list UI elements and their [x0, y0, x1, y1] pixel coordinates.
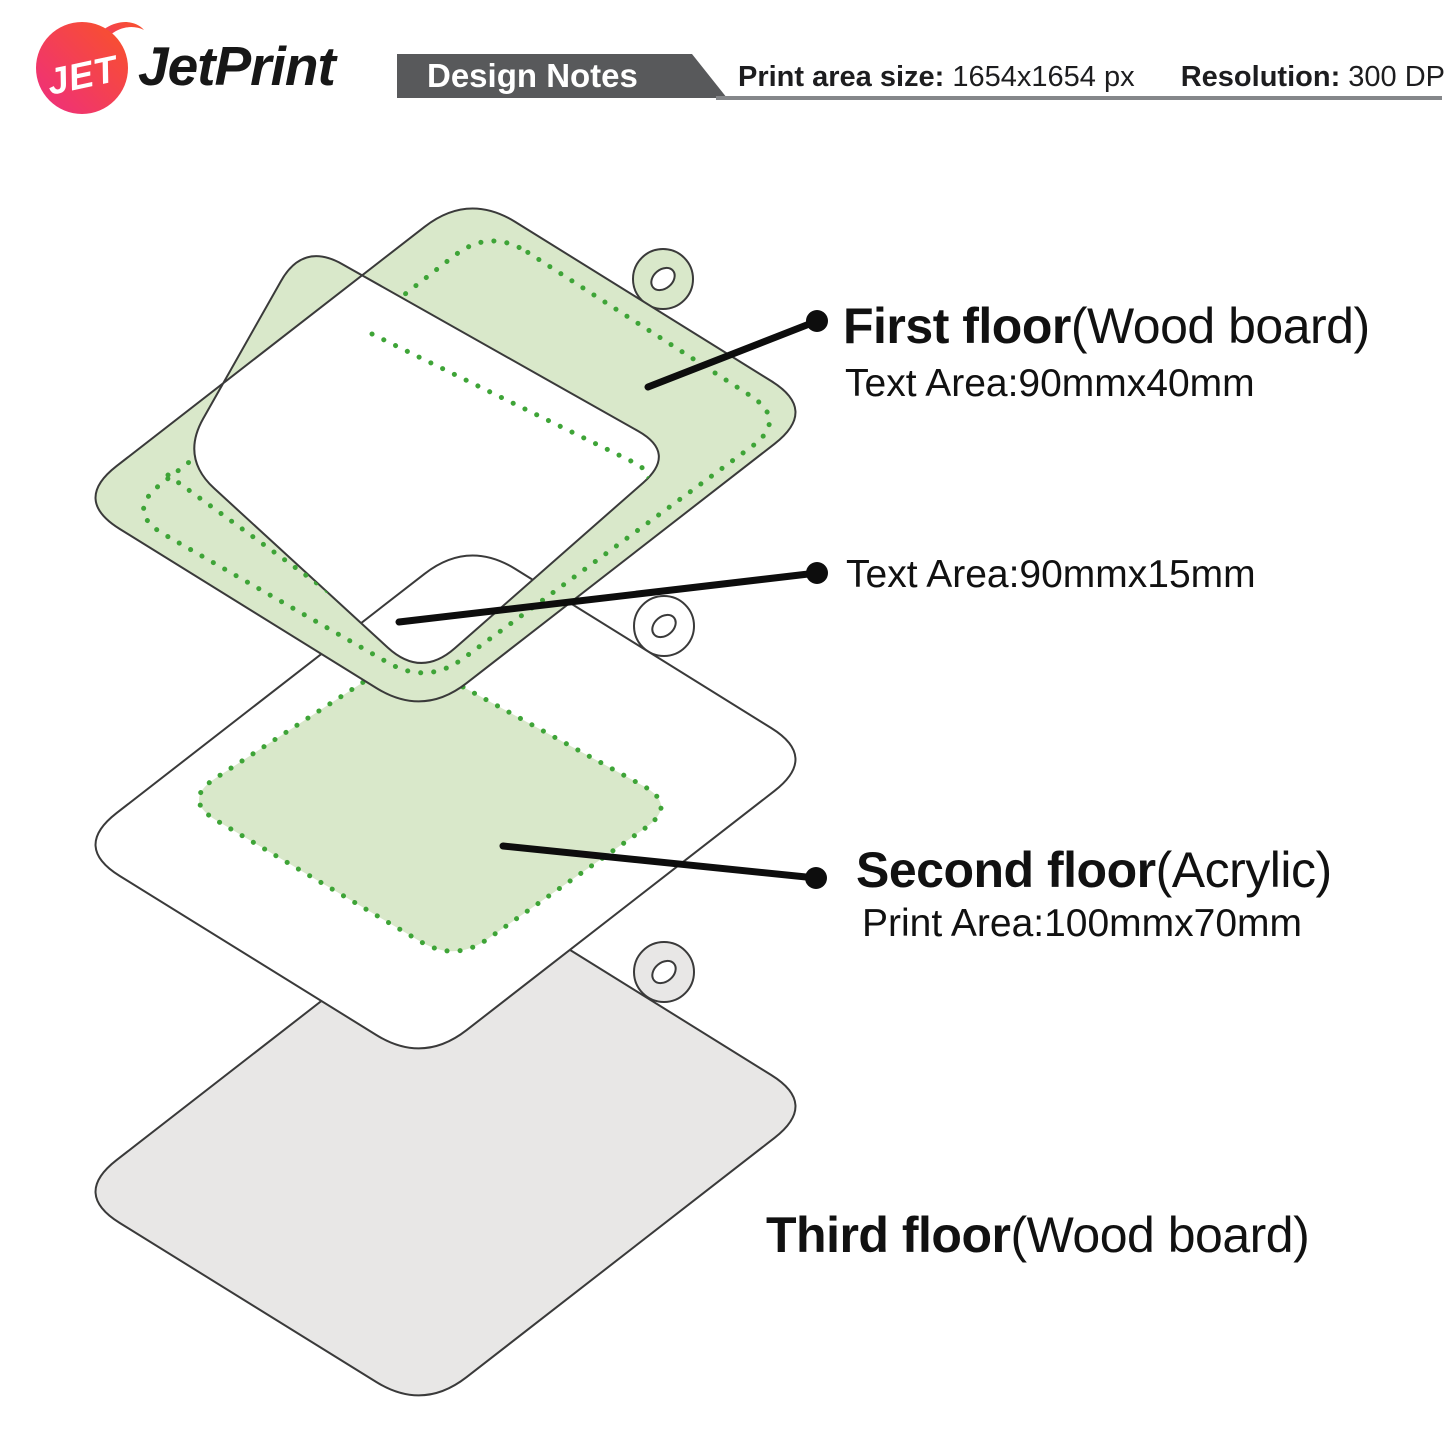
resolution-label: Resolution: — [1180, 61, 1341, 93]
third-floor-label: Third floor(Wood board) — [766, 1206, 1310, 1264]
second-floor-area-label: Print Area:100mmx70mm — [862, 902, 1302, 945]
first-floor-layer — [94, 207, 797, 703]
second-floor-keyring-hole-icon — [651, 613, 677, 639]
callout-line-text-area — [395, 569, 821, 626]
first-floor-frame — [94, 207, 797, 703]
brand-name: JetPrint — [138, 35, 336, 97]
callout-dot-second-floor — [805, 867, 827, 889]
second-floor-label: Second floor(Acrylic) — [856, 841, 1332, 899]
callout-dot-first-floor — [806, 310, 828, 332]
design-notes-badge: Design Notes — [397, 54, 727, 98]
callout-dot-text-area — [806, 562, 828, 584]
jetprint-logo: JET — [36, 22, 144, 114]
third-floor-layer — [94, 901, 797, 1397]
callout-line-second-floor — [499, 842, 820, 882]
first-floor-area-label: Text Area:90mmx40mm — [845, 362, 1255, 405]
header-meta: Print area size: 1654x1654 px Resolution… — [738, 61, 1445, 94]
callout-line-first-floor — [644, 317, 821, 391]
second-floor-material: (Acrylic) — [1155, 842, 1333, 898]
first-floor-title: First floor — [843, 298, 1071, 354]
header-rule — [716, 96, 1442, 100]
second-floor-title: Second floor — [856, 842, 1156, 898]
third-floor-material: (Wood board) — [1010, 1207, 1310, 1263]
mid-text-area-label: Text Area:90mmx15mm — [846, 553, 1256, 596]
first-floor-material: (Wood board) — [1070, 298, 1370, 354]
third-floor-title: Third floor — [766, 1207, 1011, 1263]
print-area-size-label: Print area size: — [738, 61, 945, 93]
logo-egg-icon — [36, 22, 128, 114]
first-floor-keyring-hole-icon — [650, 266, 676, 292]
resolution-value: 300 DPI — [1348, 61, 1445, 93]
design-notes-label: Design Notes — [427, 57, 638, 94]
callouts — [395, 310, 828, 889]
first-floor-label: First floor(Wood board) — [843, 297, 1370, 355]
third-floor-keyring-hole-icon — [651, 959, 677, 985]
print-area-size-value: 1654x1654 px — [952, 61, 1135, 93]
